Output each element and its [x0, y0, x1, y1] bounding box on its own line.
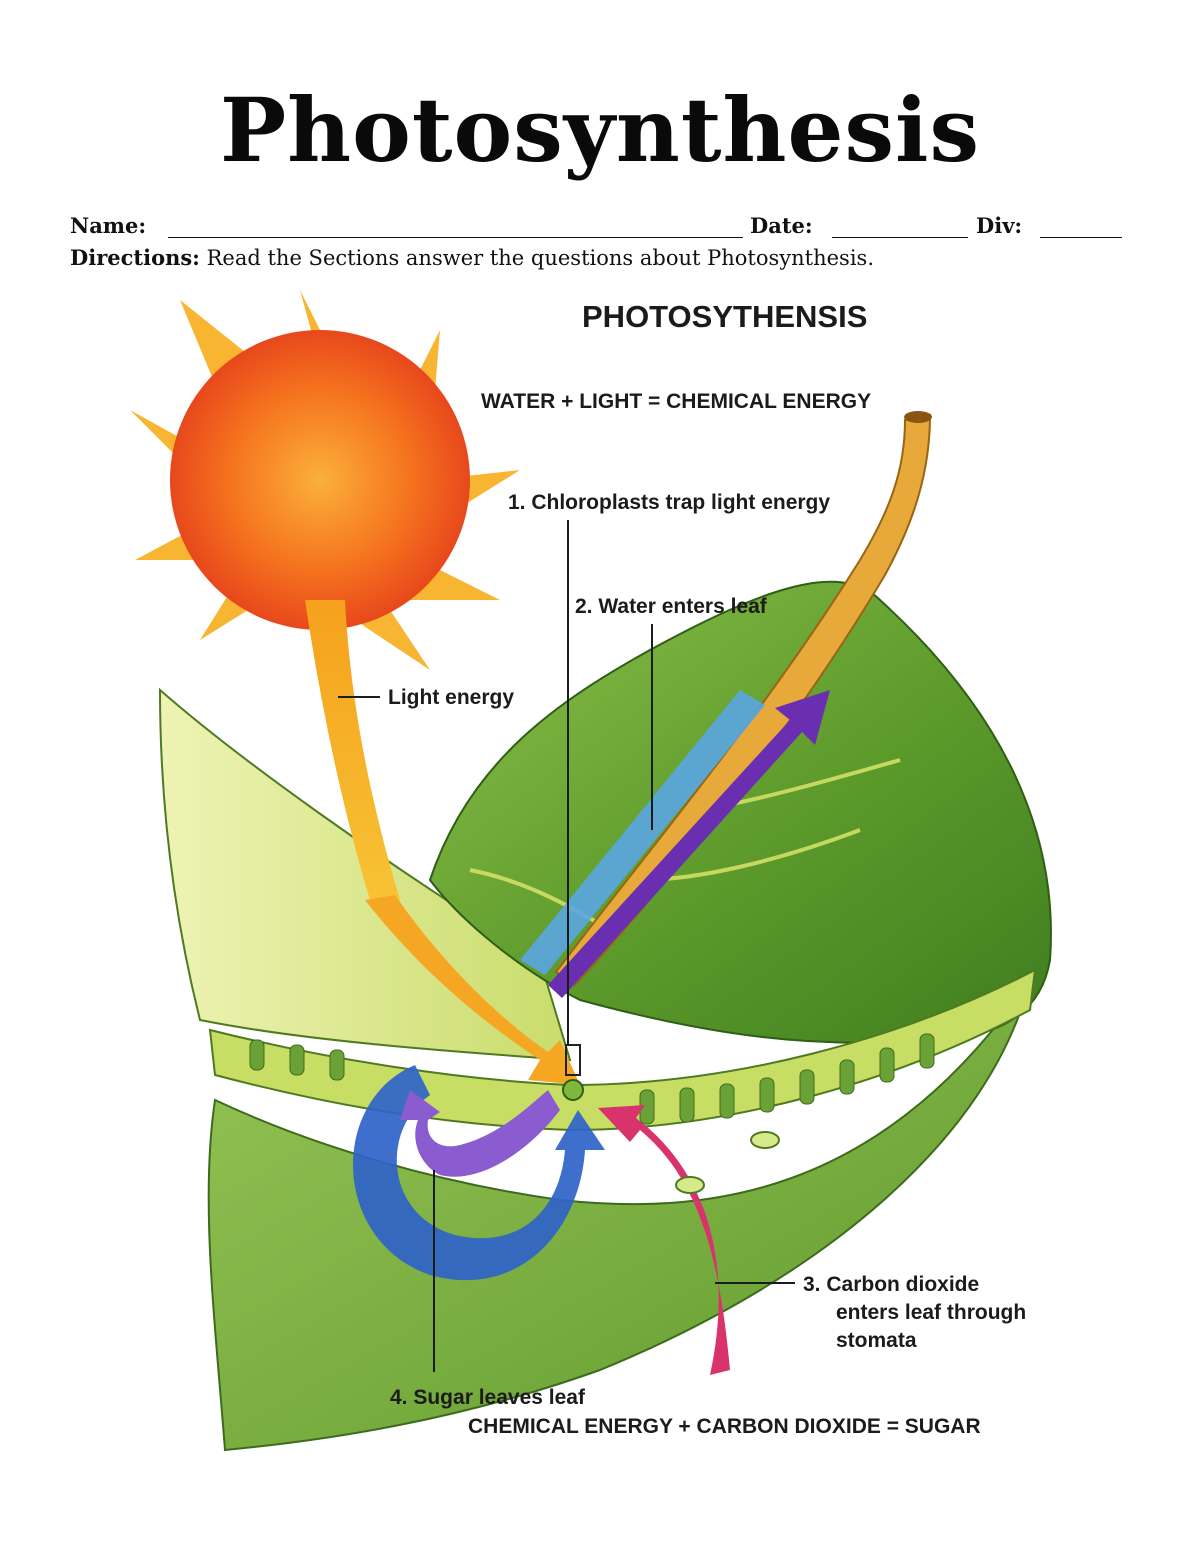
chloroplast-marker [565, 1044, 581, 1076]
water-arrow [520, 690, 765, 975]
name-blank-line[interactable] [168, 237, 743, 238]
label-co2-line2: enters leaf through [836, 1301, 1026, 1324]
equation-top: WATER + LIGHT = CHEMICAL ENERGY [481, 390, 871, 413]
purple-cycle-arrow [400, 1090, 560, 1177]
name-label: Name: [70, 213, 147, 238]
sun-icon [130, 290, 520, 670]
div-blank-line[interactable] [1040, 237, 1122, 238]
palisade-cells [249, 1033, 935, 1125]
stomata [675, 1131, 780, 1194]
lower-leaf-blade [207, 979, 1031, 1452]
date-label: Date: [750, 213, 813, 238]
light-energy-arrow [365, 895, 580, 1085]
light-energy-beam [305, 600, 400, 900]
directions-label: Directions: [70, 245, 200, 270]
label-chloroplasts: 1. Chloroplasts trap light energy [508, 491, 830, 514]
student-info-line: Name: Date: Div: [70, 213, 1125, 243]
label-sugar: 4. Sugar leaves leaf [390, 1386, 586, 1409]
label-water: 2. Water enters leaf [575, 595, 768, 618]
blue-cycle-arrow [353, 1065, 605, 1281]
div-label: Div: [976, 213, 1023, 238]
stem-opening [904, 411, 932, 423]
label-co2-line3: stomata [836, 1329, 917, 1352]
leader-lines [338, 520, 795, 1372]
label-light-energy: Light energy [388, 686, 514, 709]
sugar-arrow [548, 690, 830, 998]
directions-text: Read the Sections answer the questions a… [199, 246, 874, 270]
page-title: Photosynthesis [220, 78, 980, 182]
main-leaf-blade [428, 580, 1052, 1044]
label-co2-line1: 3. Carbon dioxide [803, 1273, 979, 1296]
date-blank-line[interactable] [832, 237, 968, 238]
co2-arrow [598, 1105, 730, 1375]
equation-bottom: CHEMICAL ENERGY + CARBON DIOXIDE = SUGAR [468, 1415, 981, 1438]
directions: Directions: Read the Sections answer the… [70, 245, 874, 270]
diagram-heading: PHOTOSYTHENSIS [582, 299, 867, 334]
